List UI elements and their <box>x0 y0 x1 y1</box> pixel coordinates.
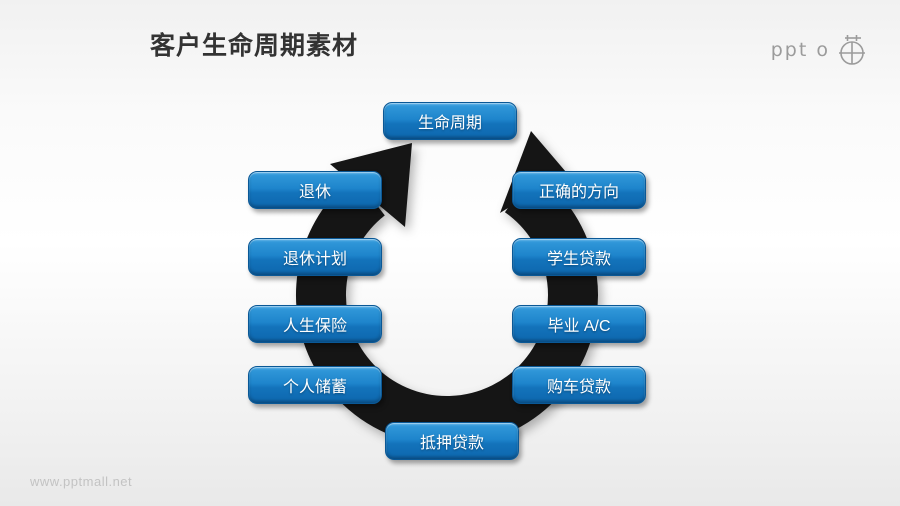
node-label: 生命周期 <box>417 115 482 132</box>
node-label: 个人储蓄 <box>282 379 347 396</box>
node-personal-savings[interactable]: 个人储蓄 <box>248 366 382 404</box>
node-graduation-ac[interactable]: 毕业 A/C <box>512 305 646 343</box>
node-right-direction[interactable]: 正确的方向 <box>512 171 646 209</box>
node-label: 抵押贷款 <box>419 435 484 452</box>
watermark-url: www.pptmall.net <box>30 474 133 489</box>
page-title: 客户生命周期素材 <box>150 32 359 60</box>
node-retirement[interactable]: 退休 <box>248 171 382 209</box>
node-lifecycle[interactable]: 生命周期 <box>383 102 517 140</box>
node-label: 学生贷款 <box>546 251 611 268</box>
node-life-insurance[interactable]: 人生保险 <box>248 305 382 343</box>
node-label: 人生保险 <box>282 318 347 335</box>
node-label: 毕业 A/C <box>547 318 611 335</box>
node-mortgage-loan[interactable]: 抵押贷款 <box>385 422 519 460</box>
node-label: 购车贷款 <box>546 379 611 396</box>
node-retirement-plan[interactable]: 退休计划 <box>248 238 382 276</box>
node-label: 退休计划 <box>282 251 347 268</box>
node-student-loan[interactable]: 学生贷款 <box>512 238 646 276</box>
node-label: 退休 <box>298 184 331 201</box>
node-car-loan[interactable]: 购车贷款 <box>512 366 646 404</box>
node-label: 正确的方向 <box>538 184 619 201</box>
logo-text: ppt o <box>770 39 830 61</box>
globe-crosshair-icon <box>839 35 865 65</box>
pptmall-logo: ppt o <box>771 32 870 68</box>
